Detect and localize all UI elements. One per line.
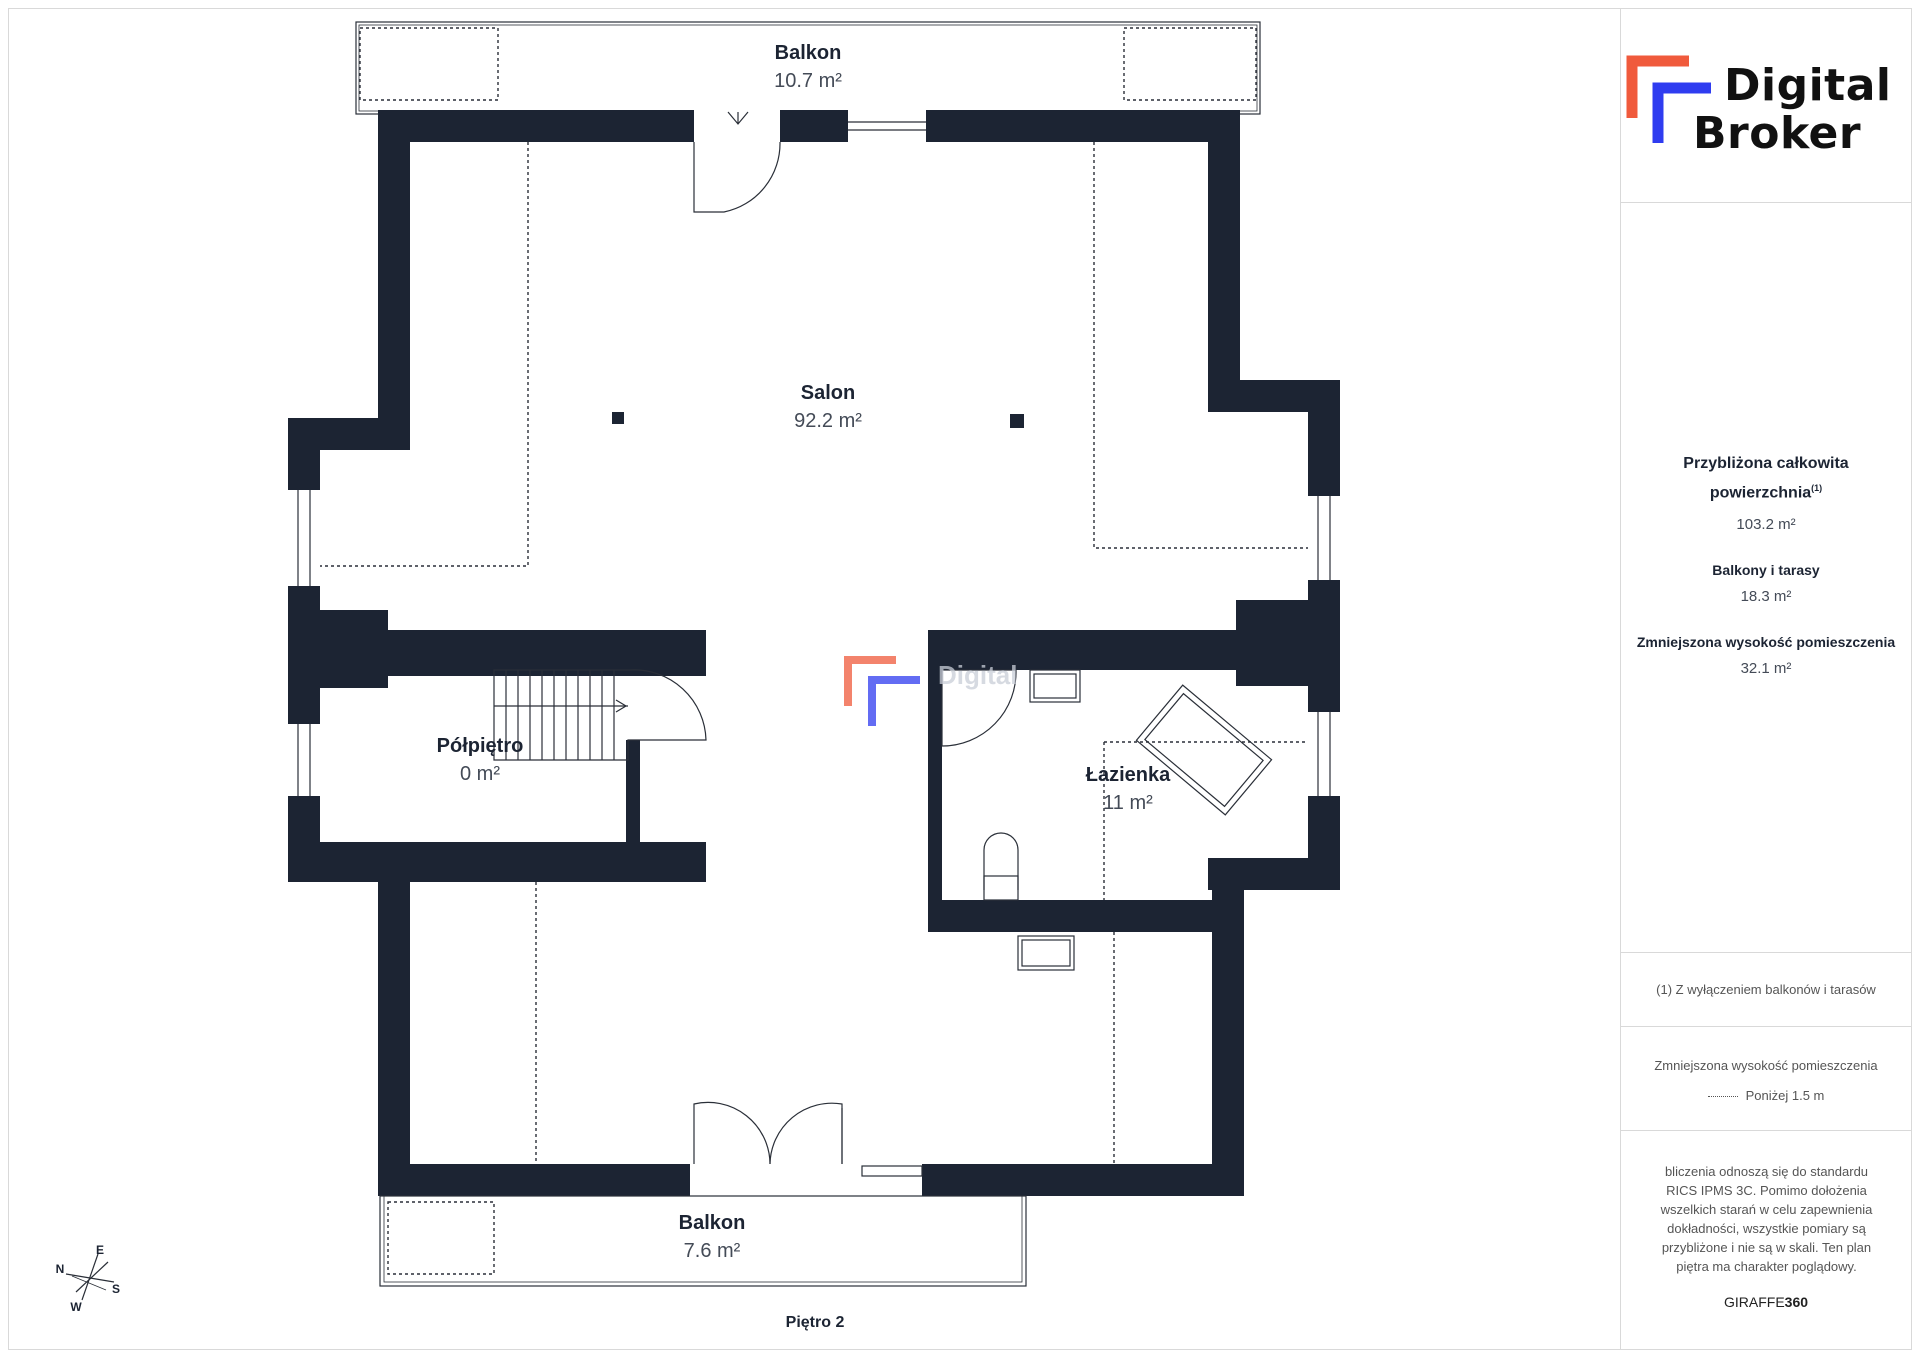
reduced-height-title: Zmniejszona wysokość pomieszczenia <box>1636 634 1896 650</box>
total-area-value: 103.2 m² <box>1736 516 1796 533</box>
room-name-balkon-top: Balkon <box>775 42 842 64</box>
provider-brand: GIRAFFE360 <box>1723 1294 1809 1310</box>
column-left <box>612 412 624 424</box>
balcony-bottom <box>379 1195 1027 1287</box>
logo-mark-icon <box>1626 55 1711 143</box>
separator <box>1621 1130 1911 1131</box>
room-name-salon: Salon <box>801 382 855 404</box>
doors <box>693 111 1017 1177</box>
disclaimer: bliczenia odnoszą się do standardu RICS … <box>1660 1164 1873 1274</box>
dotted-line-icon <box>1707 1096 1738 1098</box>
room-labels: Balkon 10.7 m² Salon 92.2 m² Półpiętro 0… <box>437 42 1171 1262</box>
reduced-height-zones <box>320 142 1308 1164</box>
room-area-salon: 92.2 m² <box>794 410 862 432</box>
info-panel: Digital Broker Przybliżona całkowita pow… <box>1620 8 1911 1350</box>
footnote: (1) Z wyłączeniem balkonów i tarasów <box>1656 982 1876 997</box>
room-name-polpietro: Półpiętro <box>437 735 524 757</box>
compass-s: S <box>112 1282 120 1296</box>
room-area-balkon-top: 10.7 m² <box>774 70 842 92</box>
stairs <box>493 669 707 761</box>
compass-w: W <box>70 1300 82 1314</box>
room-name-lazienka: Łazienka <box>1086 764 1171 786</box>
openings <box>288 110 1340 1196</box>
logo-line1: Digital <box>1724 60 1892 111</box>
logo-line2: Broker <box>1693 108 1862 159</box>
separator <box>1621 952 1911 953</box>
column-right <box>1010 414 1024 428</box>
compass-n: N <box>56 1262 65 1276</box>
room-area-balkon-bottom: 7.6 m² <box>684 1240 741 1262</box>
room-name-balkon-bottom: Balkon <box>679 1212 746 1234</box>
room-area-polpietro: 0 m² <box>460 763 500 785</box>
logo: Digital Broker <box>1621 8 1911 202</box>
room-area-lazienka: 11 m² <box>1103 792 1153 814</box>
balcony-top <box>355 21 1261 115</box>
separator <box>1621 1026 1911 1027</box>
compass-icon: N E S W <box>56 1243 120 1314</box>
watermark: Digital <box>844 656 1017 726</box>
floor-label: Piętro 2 <box>785 1314 845 1331</box>
separator <box>1621 202 1911 203</box>
balconies-title: Balkony i tarasy <box>1712 562 1820 578</box>
floor-plan: Digital Balkon 10.7 m² Salon 92.2 m² Pół… <box>56 21 1340 1314</box>
page-frame <box>8 8 1912 1350</box>
total-area-title: Przybliżona całkowita powierzchnia(1) <box>1683 455 1849 502</box>
balconies-value: 18.3 m² <box>1740 588 1792 605</box>
compass-e: E <box>96 1243 104 1257</box>
reduced-height-value: 32.1 m² <box>1740 660 1792 677</box>
legend-item: Poniżej 1.5 m <box>1621 1088 1911 1103</box>
watermark-text: Digital <box>938 660 1017 690</box>
walls <box>288 110 1340 1196</box>
legend-title: Zmniejszona wysokość pomieszczenia <box>1654 1058 1878 1073</box>
bathroom-fixtures <box>983 669 1273 971</box>
